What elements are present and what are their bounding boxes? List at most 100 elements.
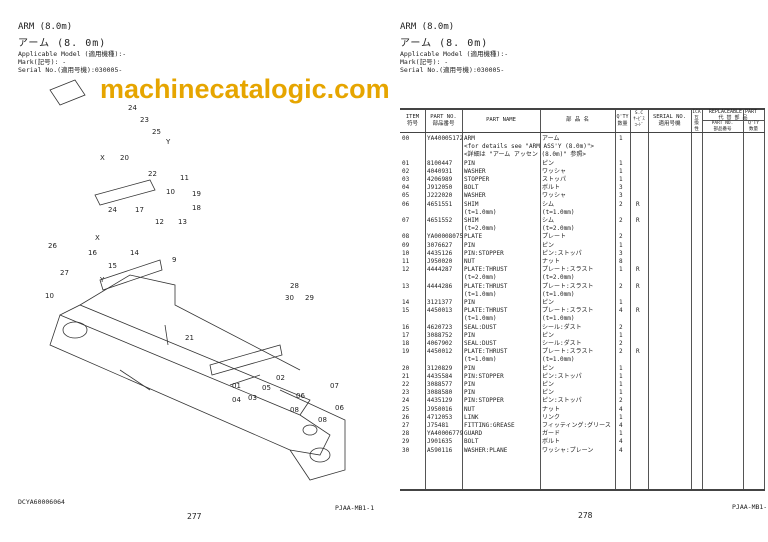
- cell-item: 03: [402, 176, 410, 183]
- cell-jp-name: ピン: [542, 299, 555, 306]
- cell-item: 06: [402, 200, 410, 208]
- cell-item: 18: [402, 340, 410, 347]
- cell-item: 00: [402, 135, 410, 142]
- callout-label: 9: [172, 256, 176, 264]
- cell-item: 07: [402, 217, 410, 224]
- cell-qty: 1: [619, 135, 623, 142]
- cell-part-name: <for details see "ARM ASS'Y (8.0m)">: [464, 143, 595, 151]
- cell-item: 30: [402, 446, 410, 454]
- cell-part-name: PIN: [464, 299, 475, 306]
- cell-jp-name: ボルト: [542, 438, 561, 446]
- callout-label: 20: [120, 154, 129, 162]
- cell-part-no: J912050: [427, 184, 453, 192]
- cell-part-name: ARM: [464, 135, 475, 142]
- callout-label: 27: [60, 269, 69, 277]
- cell-part-no: 3076627: [427, 241, 453, 249]
- callout-label: 05: [262, 384, 271, 392]
- cell-jp-name: (t=1.0mm): [542, 356, 575, 364]
- cell-jp-name: ピン: [542, 381, 555, 388]
- callout-label: 06: [296, 392, 305, 400]
- cell-part-name: PLATE:THRUST: [464, 307, 508, 315]
- cell-part-name: SEAL:DUST: [464, 323, 497, 331]
- cell-part-no: J75481: [427, 422, 449, 429]
- cell-sc: R: [636, 348, 640, 356]
- callout-label: X: [95, 234, 100, 242]
- cell-jp-name: ナット: [542, 405, 561, 413]
- cell-item: 15: [402, 307, 410, 315]
- header-rep-part-no: PART NO. 部品番号: [711, 121, 734, 132]
- cell-item: 23: [402, 389, 410, 397]
- cell-part-name: PLATE: [464, 233, 483, 241]
- cell-qty: 1: [619, 176, 623, 183]
- cell-qty: 2: [619, 200, 623, 208]
- cell-qty: 1: [619, 159, 623, 167]
- table-row: (t=1.0mm) (t=1.0mm): [400, 209, 765, 217]
- cell-part-name: (t=1.0mm): [464, 356, 497, 364]
- cell-part-no: 4435129: [427, 397, 453, 405]
- right-doc-code: PJAA-MB1-1: [732, 503, 768, 511]
- cell-part-name: WASHER:PLANE: [464, 446, 508, 454]
- cell-part-no: 4435126: [427, 249, 453, 257]
- cell-qty: 2: [619, 233, 623, 241]
- cell-part-no: 4444287: [427, 266, 453, 274]
- cell-item: 12: [402, 266, 410, 274]
- cell-item: 27: [402, 422, 410, 429]
- callout-label: 15: [108, 262, 117, 270]
- cell-part-name: PIN: [464, 331, 475, 339]
- cell-qty: 1: [619, 266, 623, 274]
- header-replaceable: REPLACEABLE PART 代 替 部 品: [708, 109, 758, 121]
- callout-label: Y: [165, 138, 171, 146]
- cell-jp-name: シール:ダスト: [542, 323, 582, 331]
- cell-item: 11: [402, 258, 410, 265]
- cell-item: 10: [402, 249, 410, 257]
- callout-label: 26: [48, 242, 57, 250]
- cell-part-name: PIN:STOPPER: [464, 397, 504, 405]
- callout-label: 28: [290, 282, 299, 290]
- cell-jp-name: ピン:ストッパ: [542, 372, 582, 380]
- callout-label: 17: [135, 206, 144, 214]
- right-page-number: 278: [578, 511, 593, 520]
- cell-jp-name: ストッパ: [542, 176, 567, 183]
- cell-qty: 2: [619, 282, 623, 290]
- cell-qty: 4: [619, 446, 623, 454]
- callout-label: 22: [148, 170, 157, 178]
- table-row: (t=1.0mm) (t=1.0mm): [400, 356, 765, 364]
- cell-part-no: 3088577: [427, 381, 453, 388]
- cell-item: 25: [402, 405, 410, 413]
- cell-item: 05: [402, 192, 410, 200]
- cell-jp-name: (t=1.0mm): [542, 208, 575, 216]
- cell-part-no: 3120829: [427, 364, 453, 372]
- cell-part-no: 3088752: [427, 331, 453, 339]
- cell-part-no: 4450012: [427, 348, 453, 356]
- cell-jp-name: (t=2.0mm): [542, 274, 575, 282]
- cell-sc: R: [636, 200, 640, 208]
- callout-label: 02: [276, 374, 285, 382]
- cell-item: 24: [402, 397, 410, 405]
- callout-label: 10: [166, 188, 175, 196]
- cell-part-no: J950020: [427, 258, 453, 265]
- cell-part-name: (t=1.0mm): [464, 208, 497, 216]
- cell-part-no: 4435584: [427, 372, 453, 380]
- callout-label: 18: [192, 204, 201, 212]
- cell-qty: 3: [619, 192, 623, 200]
- callout-label: 11: [180, 174, 189, 182]
- cell-part-name: PLATE:THRUST: [464, 266, 508, 274]
- arm-tip: [279, 389, 346, 481]
- cell-jp-name: ピン: [542, 159, 555, 167]
- cell-part-name: STOPPER: [464, 176, 490, 183]
- cell-item: 29: [402, 438, 410, 446]
- callout-label: Y: [99, 276, 105, 284]
